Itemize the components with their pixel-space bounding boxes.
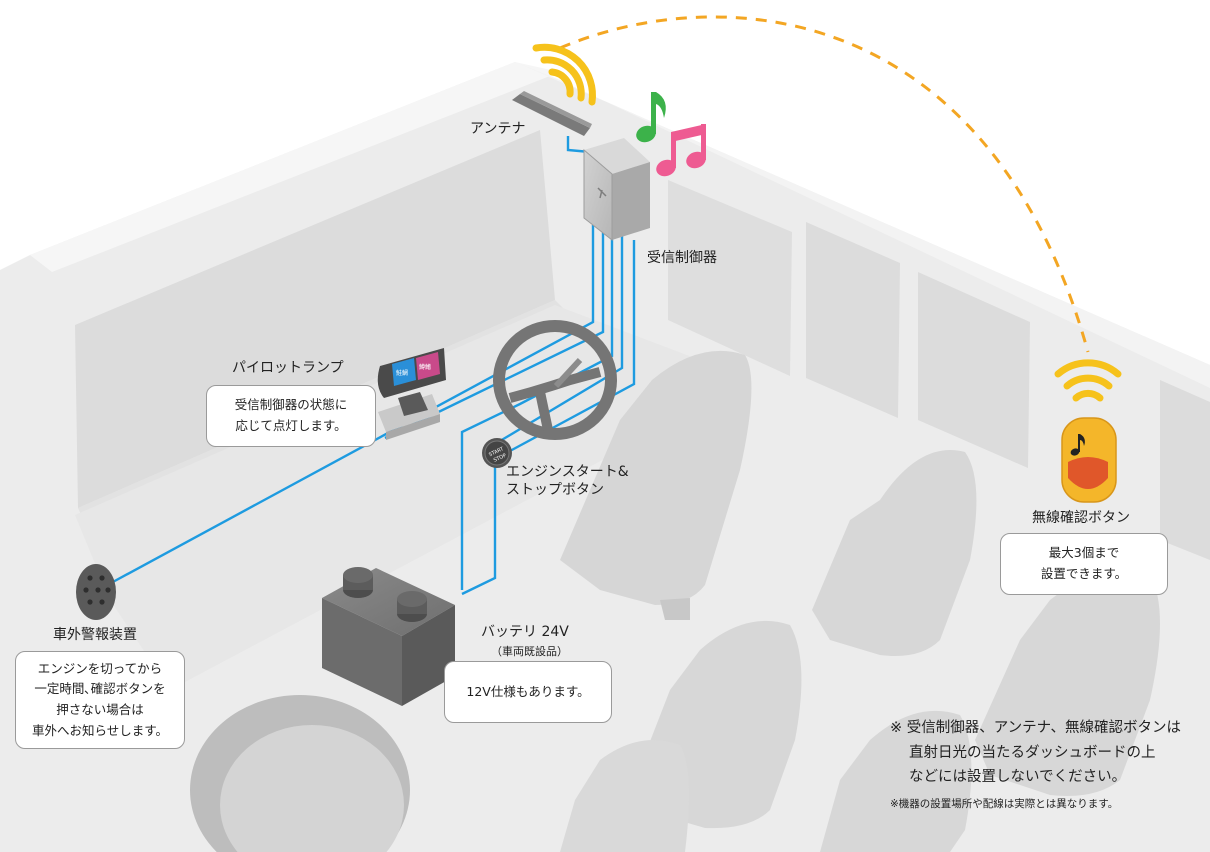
music-note-pink-icon <box>656 124 706 177</box>
pilot-lamp-text-1: 鮭鯛 <box>396 369 408 377</box>
alarm-callout-line: 一定時間､確認ボタンを <box>34 681 166 697</box>
wiring <box>110 136 636 596</box>
alarm-speaker-icon <box>76 564 116 620</box>
receiver-box-icon <box>583 138 650 242</box>
stop-label: STOP <box>493 453 507 464</box>
note-line: などには設置しないでください。 <box>909 769 1127 786</box>
left-window <box>75 130 555 508</box>
battery-sublabel: （車両既設品） <box>491 645 568 658</box>
pilot-lamp-callout-line: 応じて点灯します。 <box>235 418 347 433</box>
wireless-button-label: 無線確認ボタン <box>1032 510 1130 526</box>
alarm-callout: エンジンを切ってから 一定時間､確認ボタンを 押さない場合は 車外へお知らせしま… <box>15 651 185 749</box>
receiver-label: 受信制御器 <box>647 250 717 266</box>
seat-center-2 <box>820 710 972 852</box>
engine-button-label-line1: エンジンスタート& <box>506 464 629 480</box>
wire-to-alarm <box>110 225 595 585</box>
pilot-lamp-icon <box>377 348 446 440</box>
wire-to-lamp <box>384 228 605 440</box>
alarm-callout-line: 車外へお知らせします。 <box>31 722 168 738</box>
engine-button-label: エンジンスタート& ストップボタン <box>506 464 629 499</box>
steering-wheel-icon <box>493 320 617 440</box>
wireless-callout-line: 最大3個まで <box>1048 545 1120 561</box>
battery-callout-line: 12V仕様もあります。 <box>466 683 590 699</box>
pilot-lamp-label: パイロットランプ <box>232 360 344 376</box>
battery-callout: 12V仕様もあります。 <box>444 661 612 723</box>
right-window-3 <box>1160 380 1210 560</box>
seat-right-1 <box>812 450 977 656</box>
right-window-2 <box>918 272 1030 468</box>
front-wheel <box>190 695 410 852</box>
engine-button-label-line2: ストップボタン <box>506 481 604 498</box>
alarm-callout-line: エンジンを切ってから <box>37 660 163 676</box>
pilot-lamp-text-2: 鱒鰭 <box>419 363 431 371</box>
cabin-roof-edge <box>30 62 560 272</box>
wireless-callout-line: 設置できます。 <box>1040 566 1128 581</box>
wire-antenna <box>566 136 591 154</box>
antenna-label: アンテナ <box>470 121 526 137</box>
disclaimer-note: ※機器の設置場所や配線は実際とは異なります。 <box>890 798 1119 810</box>
pilot-lamp-callout: 受信制御器の状態に 応じて点灯します。 <box>206 385 376 447</box>
note-line: 直射日光の当たるダッシュボードの上 <box>909 744 1156 761</box>
battery-label: バッテリ 24V <box>481 624 569 640</box>
antenna-icon <box>512 43 596 136</box>
wireless-button-icon <box>1054 359 1122 503</box>
alarm-callout-line: 押さない場合は <box>56 702 144 717</box>
wireless-button-callout: 最大3個まで 設置できます。 <box>1000 533 1168 595</box>
installation-note: ※ 受信制御器、アンテナ、無線確認ボタンは 直射日光の当たるダッシュボードの上 … <box>890 716 1181 790</box>
battery-icon <box>322 567 455 706</box>
seat-bottom-left <box>560 740 689 852</box>
alarm-label: 車外警報装置 <box>53 627 137 643</box>
start-stop-button-icon <box>482 438 512 468</box>
seat-right-2 <box>975 570 1160 796</box>
seat-front <box>560 350 752 620</box>
note-line: ※ 受信制御器、アンテナ、無線確認ボタンは <box>890 720 1181 736</box>
wire-battery-a <box>460 232 614 590</box>
pilot-lamp-callout-line: 受信制御器の状態に <box>234 397 348 413</box>
music-note-green-icon <box>636 92 666 143</box>
right-window-1 <box>806 222 900 418</box>
right-pillar-panel <box>668 180 792 376</box>
